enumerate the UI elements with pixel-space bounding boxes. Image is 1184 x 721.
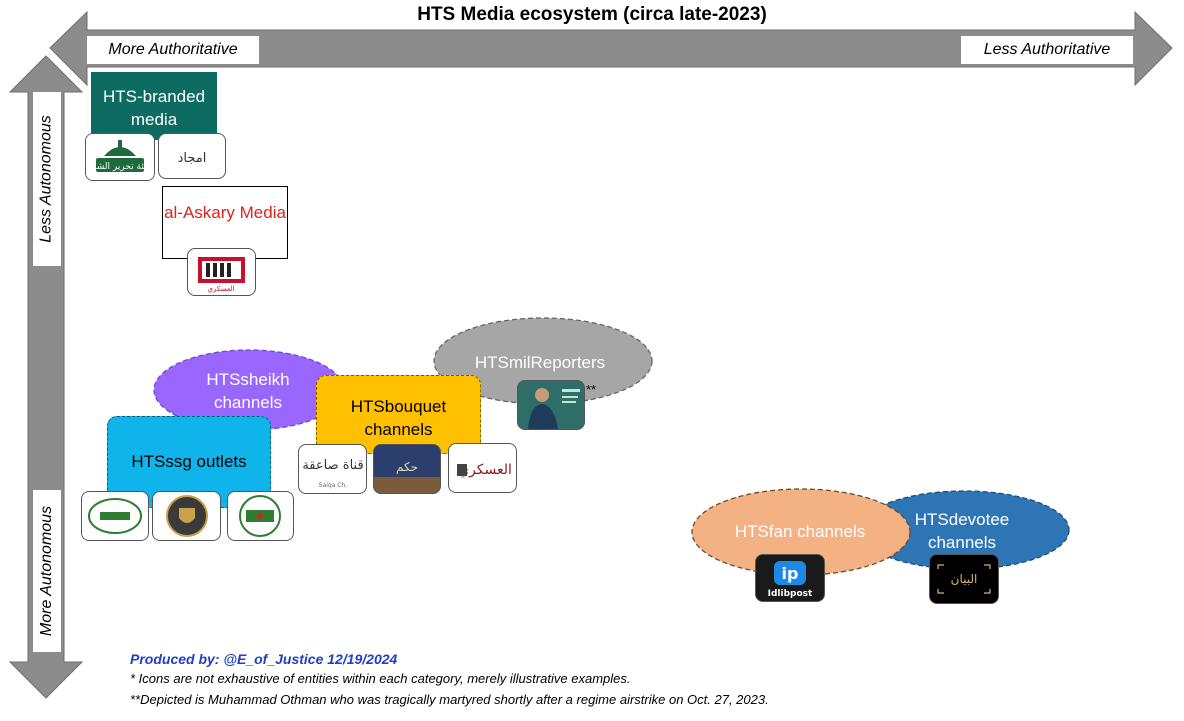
- diagram-title: HTS Media ecosystem (circa late-2023): [417, 4, 767, 25]
- mil-reporter-photo-icon: [517, 380, 585, 430]
- mil-reporter-marker: **: [586, 382, 597, 397]
- al-askary-logo-icon: العسكري: [187, 248, 256, 296]
- more-authoritative-label: More Authoritative: [87, 36, 259, 64]
- less-autonomous-label: Less Autonomous: [33, 92, 61, 266]
- bouquet-channel-logo-icon: حكم: [373, 444, 441, 494]
- amjad-logo-icon: امجاد: [158, 133, 226, 179]
- svg-text:حكم: حكم: [396, 460, 418, 474]
- svg-text:Saiqa Ch.: Saiqa Ch.: [319, 482, 348, 489]
- mil-reporters-label: HTSmilReporters: [474, 352, 606, 372]
- devotee-channel-logo-icon: البيان: [929, 554, 999, 604]
- hts-branded-media-box: HTS-branded media: [91, 72, 217, 140]
- footnote-2: **Depicted is Muhammad Othman who was tr…: [130, 692, 769, 707]
- more-autonomous-label: More Autonomous: [33, 490, 61, 652]
- askary-channel-logo-icon: العسكري: [448, 443, 517, 493]
- svg-text:العسكري: العسكري: [458, 462, 512, 478]
- fan-channels-label: HTSfan channels: [734, 521, 866, 541]
- ssg-outlet-logo-3-icon: [227, 491, 294, 541]
- horizontal-axis-arrow: [49, 10, 1173, 87]
- svg-text:قناة صاعقة: قناة صاعقة: [302, 458, 363, 473]
- svg-text:العسكري: العسكري: [208, 285, 235, 293]
- devotee-channels-ellipse: [858, 490, 1070, 570]
- idlib-post-logo-icon: ip Idlibpost: [755, 554, 825, 602]
- svg-text:امجاد: امجاد: [178, 151, 207, 166]
- svg-text:ip: ip: [782, 564, 799, 583]
- hts-logo-icon: هيئة تحرير الشام: [85, 133, 155, 181]
- sheikh-channels-label: HTSsheikh channels: [206, 370, 290, 412]
- ssg-outlet-logo-2-icon: [152, 491, 221, 541]
- less-authoritative-label: Less Authoritative: [961, 36, 1133, 64]
- svg-text:هيئة تحرير الشام: هيئة تحرير الشام: [88, 162, 151, 172]
- qanat-saiqa-logo-icon: قناة صاعقة Saiqa Ch.: [298, 444, 367, 494]
- credit-line: Produced by: @E_of_Justice 12/19/2024: [130, 651, 398, 667]
- svg-text:البيان: البيان: [951, 572, 978, 586]
- devotee-channels-label: HTSdevotee channels: [914, 510, 1010, 552]
- ssg-outlet-logo-1-icon: [81, 491, 149, 541]
- footnote-1: * Icons are not exhaustive of entities w…: [130, 671, 631, 686]
- bouquet-channels-box: HTSbouquet channels: [316, 375, 481, 454]
- vertical-axis-arrow: [8, 55, 84, 699]
- svg-text:Idlibpost: Idlibpost: [768, 589, 813, 599]
